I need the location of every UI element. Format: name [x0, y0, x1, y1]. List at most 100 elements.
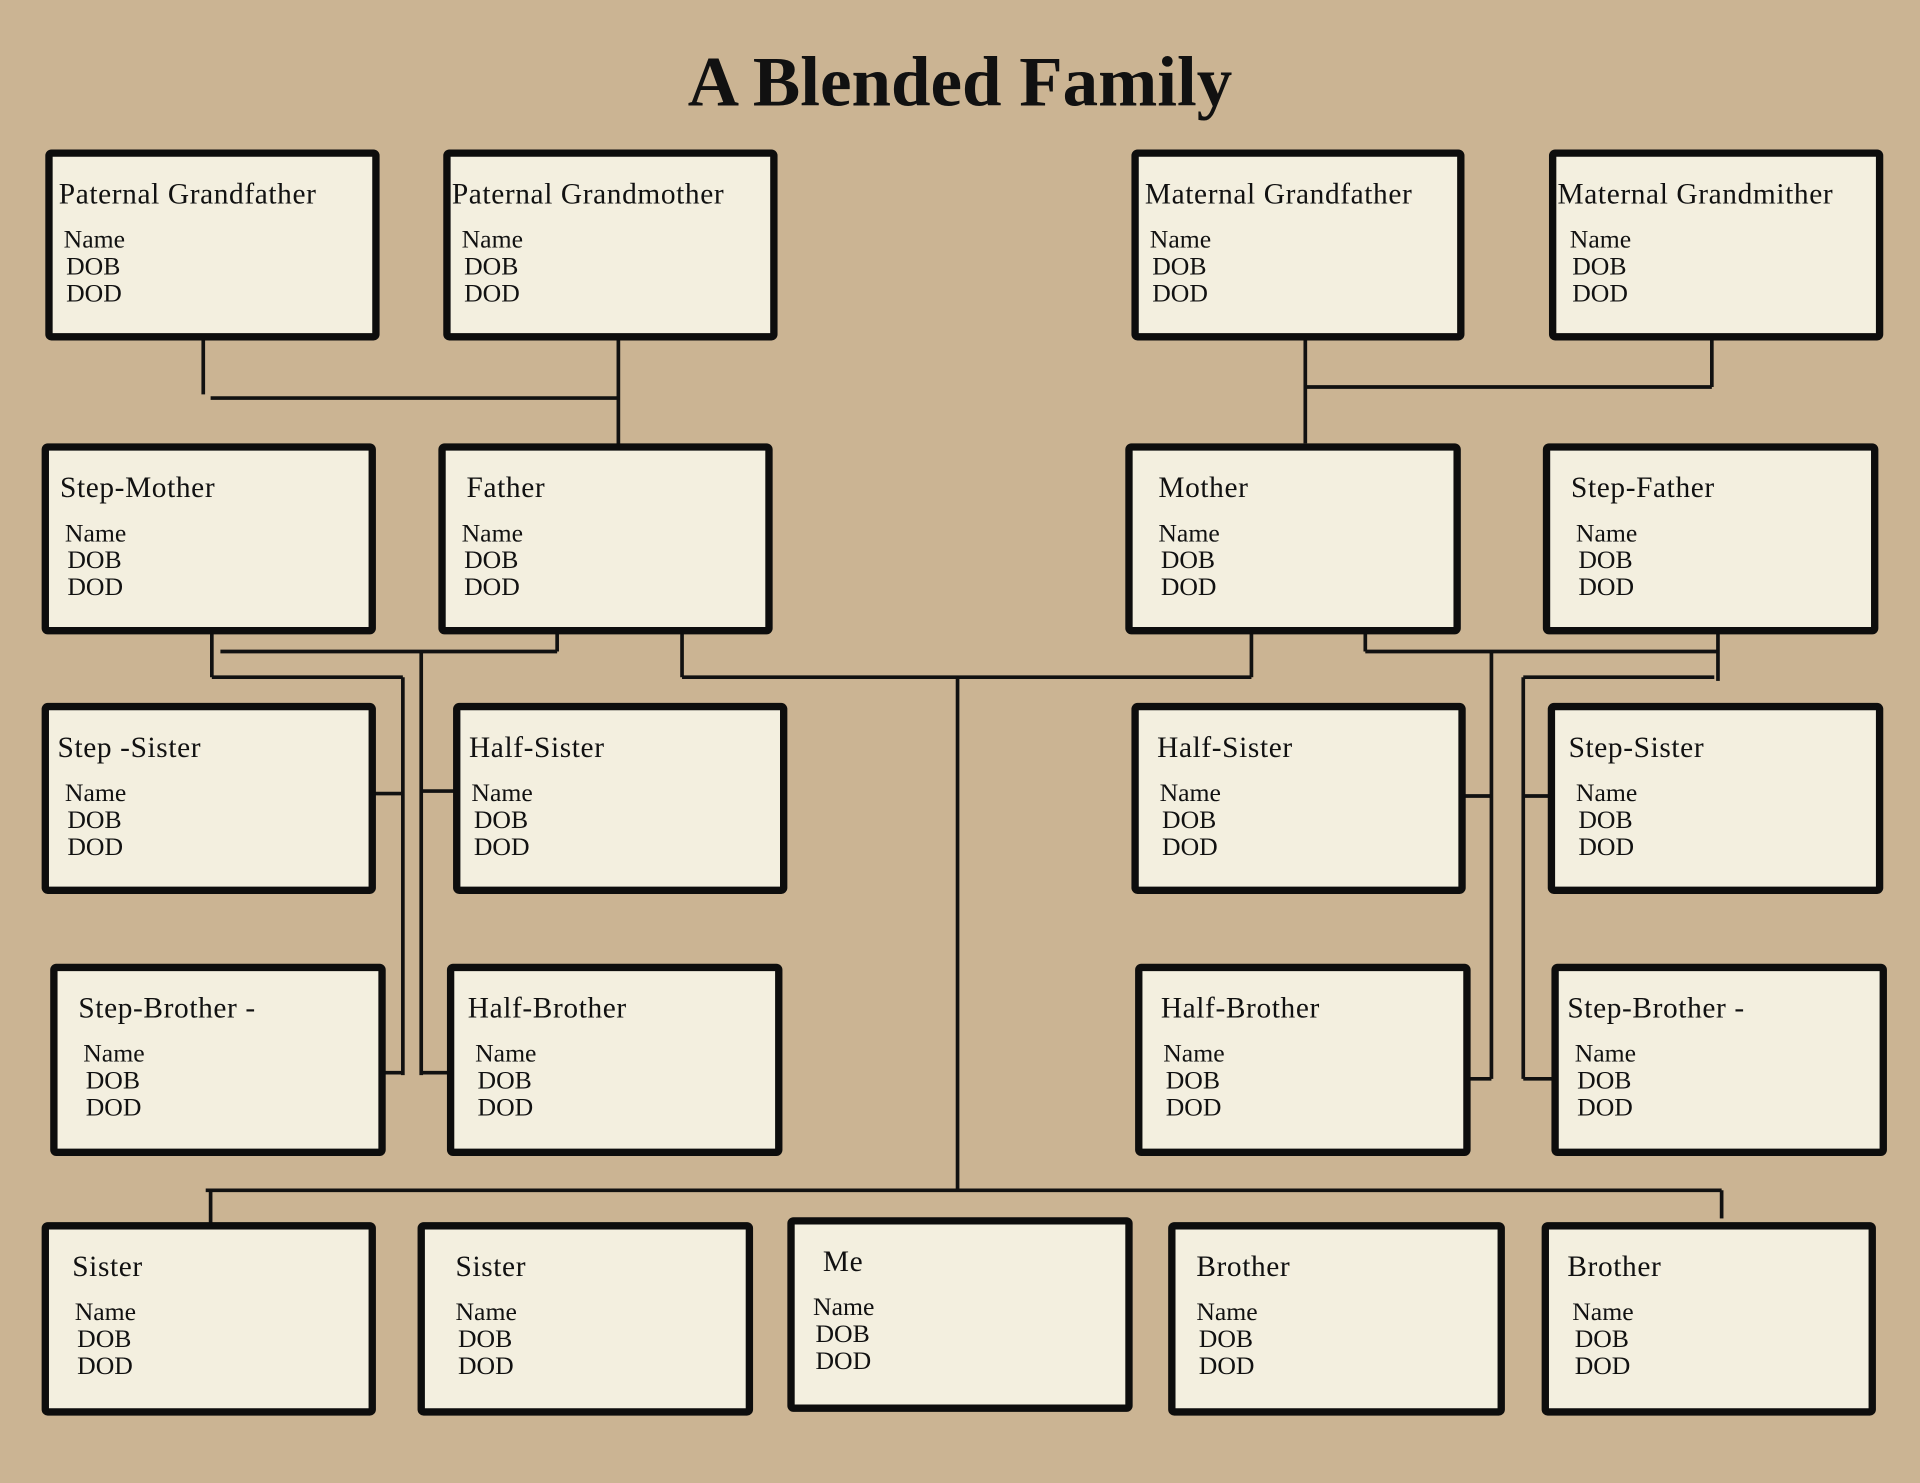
box-field-name: Name [83, 1039, 144, 1068]
box-field-name: Name [456, 1297, 517, 1326]
box-field-dod: DOD [464, 278, 520, 307]
box-label: Step-Father [1571, 472, 1715, 504]
box-field-dob: DOB [1578, 805, 1632, 834]
box-label: Step-Mother [60, 472, 215, 504]
box-label: Father [467, 472, 546, 504]
box-field-name: Name [64, 224, 125, 253]
box-label: Half-Brother [468, 993, 627, 1025]
box-field-name: Name [1150, 224, 1211, 253]
box-field-dod: DOD [1162, 832, 1218, 861]
box-frame [787, 1217, 1133, 1412]
box-field-dod: DOD [67, 572, 123, 601]
box-frame [417, 1222, 754, 1416]
box-label: Step -Sister [58, 732, 202, 764]
box-label: Maternal Grandfather [1145, 178, 1413, 210]
box-field-dob: DOB [1578, 545, 1632, 574]
box-field-dod: DOD [816, 1346, 872, 1375]
box-field-dob: DOB [464, 545, 518, 574]
box-label: Maternal Grandmither [1558, 178, 1834, 210]
box-field-name: Name [1576, 518, 1637, 547]
box-label: Paternal Grandmother [452, 178, 724, 210]
box-field-name: Name [462, 224, 523, 253]
box-label: Half-Sister [469, 732, 605, 764]
box-label: Mother [1158, 472, 1248, 504]
box-label: Half-Sister [1157, 732, 1293, 764]
box-label: Brother [1567, 1251, 1661, 1283]
box-frame [1131, 702, 1466, 894]
box-label: Step-Sister [1569, 732, 1705, 764]
box-field-dob: DOB [66, 251, 120, 280]
box-frame [41, 443, 376, 635]
box-frame [1548, 149, 1884, 341]
box-field-dob: DOB [474, 805, 528, 834]
box-field-dod: DOD [458, 1351, 514, 1380]
box-frame [443, 149, 778, 341]
connector-lines [201, 336, 1724, 1226]
box-field-dod: DOD [1572, 278, 1628, 307]
box-frame [446, 963, 783, 1156]
box-frame [1547, 702, 1884, 894]
box-field-dob: DOB [1161, 545, 1215, 574]
box-frame [453, 702, 788, 894]
box-frame [1541, 1222, 1876, 1416]
box-field-name: Name [475, 1039, 536, 1068]
box-frame [45, 149, 380, 341]
box-field-dod: DOD [1161, 572, 1217, 601]
box-frame [41, 1222, 376, 1416]
box-field-name: Name [1163, 1039, 1224, 1068]
box-field-dod: DOD [1578, 572, 1634, 601]
box-field-dod: DOD [66, 278, 122, 307]
box-field-dob: DOB [478, 1066, 532, 1095]
box-field-dod: DOD [1577, 1093, 1633, 1122]
box-field-name: Name [1576, 778, 1637, 807]
box-field-name: Name [1572, 1297, 1633, 1326]
box-frame [438, 443, 773, 635]
box-frame [50, 963, 386, 1156]
box-frame [41, 702, 376, 894]
box-field-dod: DOD [1166, 1093, 1222, 1122]
box-frame [1168, 1222, 1505, 1416]
box-field-name: Name [1158, 518, 1219, 547]
box-field-dob: DOB [67, 545, 121, 574]
box-field-name: Name [65, 518, 126, 547]
box-field-name: Name [813, 1292, 874, 1321]
box-field-dob: DOB [1199, 1324, 1253, 1353]
box-label: Paternal Grandfather [59, 178, 317, 210]
box-label: Me [823, 1246, 863, 1278]
box-field-name: Name [65, 778, 126, 807]
box-field-dob: DOB [77, 1324, 131, 1353]
box-field-dob: DOB [86, 1066, 140, 1095]
box-field-dod: DOD [86, 1093, 142, 1122]
box-field-name: Name [471, 778, 532, 807]
box-field-dod: DOD [77, 1351, 133, 1380]
box-field-dod: DOD [1199, 1351, 1255, 1380]
box-field-name: Name [1160, 778, 1221, 807]
box-frame [1542, 443, 1879, 635]
box-field-dod: DOD [1575, 1351, 1631, 1380]
box-frame [1135, 963, 1471, 1156]
box-field-dob: DOB [816, 1319, 870, 1348]
box-field-dob: DOB [1577, 1066, 1631, 1095]
box-field-dod: DOD [67, 832, 123, 861]
box-label: Step-Brother - [1567, 993, 1744, 1025]
box-field-dob: DOB [1572, 251, 1626, 280]
